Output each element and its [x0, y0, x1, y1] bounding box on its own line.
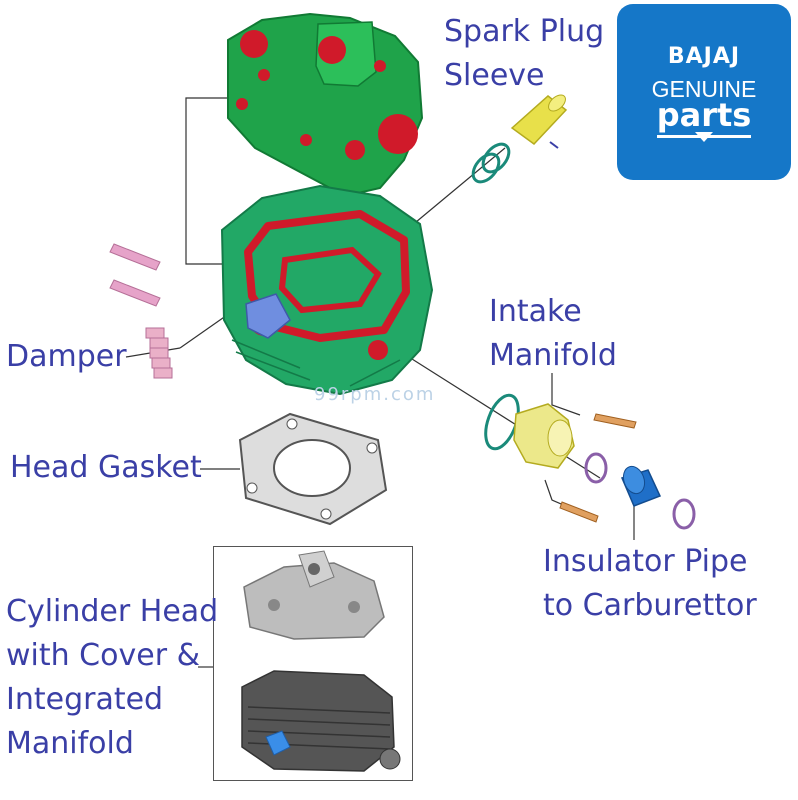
injector-port-blue [245, 293, 291, 339]
label-intake-manifold: Intake Manifold [489, 294, 617, 373]
logo-line2: parts [656, 96, 752, 134]
dowel-pins-part [109, 243, 161, 307]
label-spark-plug-sleeve: Spark Plug Sleeve [444, 14, 605, 93]
bajaj-genuine-parts-logo: BAJAJ GENUINE parts [617, 4, 791, 180]
logo-brand: BAJAJ [667, 44, 741, 69]
spark-plug-sleeve-part [471, 94, 568, 184]
label-cylinder-head: Cylinder Head with Cover & Integrated Ma… [6, 594, 219, 761]
label-damper: Damper [6, 339, 127, 374]
photo-illustration [214, 547, 412, 780]
watermark-text: 99rpm.com [314, 384, 436, 405]
head-cover-part [227, 12, 424, 198]
head-gasket-part [238, 412, 388, 526]
intake-manifold-part [484, 393, 696, 530]
cylinder-head-part [220, 184, 434, 396]
label-insulator-pipe: Insulator Pipe to Carburettor [543, 544, 757, 623]
insulator-pipe-part [620, 465, 662, 507]
logo-arrow-icon [695, 132, 713, 142]
damper-part [145, 327, 173, 379]
logo-line1: GENUINE [651, 76, 757, 102]
label-head-gasket: Head Gasket [10, 450, 202, 485]
cylinder-head-photo [213, 546, 413, 781]
